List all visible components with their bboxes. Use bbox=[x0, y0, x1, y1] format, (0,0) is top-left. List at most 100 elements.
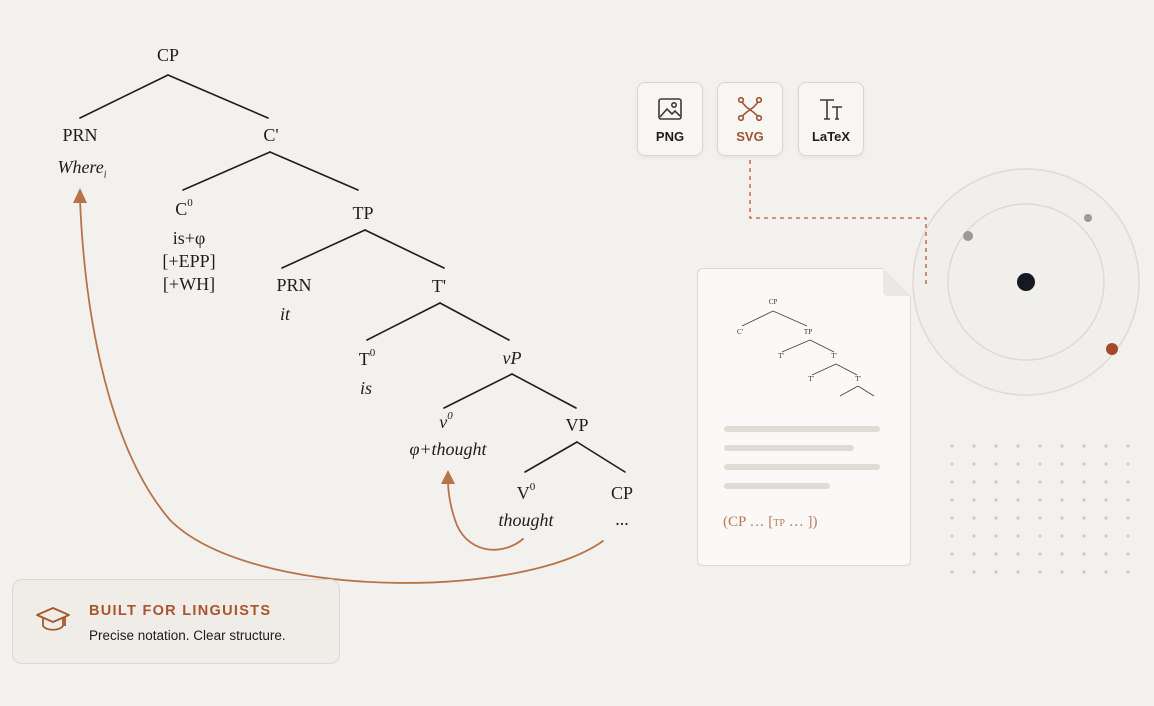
document-paper bbox=[697, 268, 911, 566]
grid-dot bbox=[1126, 570, 1130, 574]
orbit-decoration bbox=[912, 168, 1140, 396]
mini-label-c-bar: C' bbox=[737, 328, 743, 336]
grid-dot bbox=[950, 444, 954, 448]
node-c-head: C0 bbox=[175, 197, 193, 219]
v-little-label: v bbox=[439, 412, 448, 432]
grid-dot bbox=[1060, 498, 1064, 502]
export-latex-button[interactable]: LaTeX bbox=[798, 82, 864, 156]
grid-dot bbox=[1016, 498, 1020, 502]
text-line-2 bbox=[724, 445, 854, 451]
short-movement-arrow bbox=[447, 479, 524, 551]
grid-dot bbox=[950, 552, 954, 556]
t-head-zero: 0 bbox=[369, 347, 376, 359]
grid-dot bbox=[1082, 552, 1086, 556]
node-prn-it: PRN bbox=[276, 275, 312, 295]
grid-dot bbox=[1038, 552, 1042, 556]
vector-path-icon bbox=[736, 95, 764, 123]
grid-dot bbox=[972, 516, 976, 520]
mini-tree bbox=[741, 310, 875, 397]
grid-dot bbox=[950, 498, 954, 502]
grid-dot bbox=[994, 462, 998, 466]
grid-dot bbox=[1104, 552, 1108, 556]
node-t-bar: T' bbox=[431, 276, 447, 296]
node-c-feature-1: is+φ bbox=[172, 228, 206, 248]
grid-dot bbox=[1038, 498, 1042, 502]
grid-dot bbox=[1038, 570, 1042, 574]
dot-grid bbox=[950, 444, 1130, 574]
formula-subscript: TP bbox=[773, 518, 785, 529]
grid-dot bbox=[950, 462, 954, 466]
t-head-label: T bbox=[358, 349, 370, 369]
node-v-big-word: thought bbox=[498, 510, 554, 530]
mini-label-t3: T' bbox=[808, 375, 814, 383]
grid-dot bbox=[1104, 444, 1108, 448]
grid-dot bbox=[1082, 498, 1086, 502]
grid-dot bbox=[972, 444, 976, 448]
grid-dot bbox=[1104, 570, 1108, 574]
grid-dot bbox=[1126, 516, 1130, 520]
where-index: i bbox=[103, 169, 107, 181]
c-head-label: C bbox=[175, 199, 188, 219]
grid-dot bbox=[1082, 480, 1086, 484]
export-svg-button[interactable]: SVG bbox=[717, 82, 783, 156]
mini-label-t4: T' bbox=[855, 375, 861, 383]
grid-dot bbox=[1038, 462, 1042, 466]
grid-dot bbox=[1126, 498, 1130, 502]
grid-dot bbox=[950, 516, 954, 520]
grid-dot bbox=[1104, 462, 1108, 466]
export-png-button[interactable]: PNG bbox=[637, 82, 703, 156]
grid-dot bbox=[1126, 534, 1130, 538]
grid-dot bbox=[972, 570, 976, 574]
grid-dot bbox=[994, 498, 998, 502]
node-c-feature-2: [+EPP] bbox=[162, 251, 216, 271]
grid-dot bbox=[1104, 480, 1108, 484]
export-png-label: PNG bbox=[655, 128, 685, 144]
grid-dot bbox=[1126, 462, 1130, 466]
grid-dot bbox=[1038, 444, 1042, 448]
c-head-zero: 0 bbox=[187, 197, 193, 209]
grid-dot bbox=[1060, 480, 1064, 484]
grid-dot bbox=[1082, 444, 1086, 448]
long-arrow-head bbox=[73, 188, 87, 203]
grid-dot bbox=[1038, 516, 1042, 520]
grid-dot bbox=[1126, 552, 1130, 556]
dashed-connector bbox=[749, 160, 927, 284]
grid-dot bbox=[1104, 534, 1108, 538]
movement-arrows bbox=[79, 199, 604, 584]
node-prn-where: PRN bbox=[62, 125, 98, 145]
grid-dot bbox=[1060, 444, 1064, 448]
text-line-3 bbox=[724, 464, 880, 470]
text-line-4 bbox=[724, 483, 830, 489]
mini-label-tp: TP bbox=[803, 328, 813, 336]
v-big-zero: 0 bbox=[529, 481, 536, 493]
mini-label-cp: CP bbox=[768, 298, 778, 306]
v-little-zero: 0 bbox=[447, 410, 453, 422]
grid-dot bbox=[972, 534, 976, 538]
mini-label-t1: T' bbox=[778, 352, 784, 360]
image-icon bbox=[657, 95, 683, 123]
node-t-head: T0 bbox=[358, 347, 376, 369]
short-arrow-head bbox=[441, 470, 455, 484]
grid-dot bbox=[1104, 498, 1108, 502]
node-v-big: V0 bbox=[516, 481, 536, 503]
node-cp-low-word: ... bbox=[615, 509, 629, 529]
grid-dot bbox=[950, 534, 954, 538]
grid-dot bbox=[950, 480, 954, 484]
badge-title: BUILT FOR LINGUISTS bbox=[89, 603, 272, 619]
node-t-word: is bbox=[359, 378, 373, 398]
grid-dot bbox=[1060, 570, 1064, 574]
grid-dot bbox=[1060, 462, 1064, 466]
grid-dot bbox=[1016, 480, 1020, 484]
bracket-notation: (CP … [TP … ]) bbox=[723, 514, 817, 531]
typography-icon bbox=[817, 95, 845, 123]
grid-dot bbox=[972, 498, 976, 502]
grid-dot bbox=[1038, 480, 1042, 484]
export-svg-label: SVG bbox=[736, 128, 764, 144]
graduation-cap-icon bbox=[35, 604, 71, 641]
formula-close: … ]) bbox=[784, 514, 818, 530]
grid-dot bbox=[972, 552, 976, 556]
formula-open: (CP … [ bbox=[723, 514, 774, 530]
v-big-label: V bbox=[516, 483, 530, 503]
node-c-feature-3: [+WH] bbox=[162, 274, 216, 294]
